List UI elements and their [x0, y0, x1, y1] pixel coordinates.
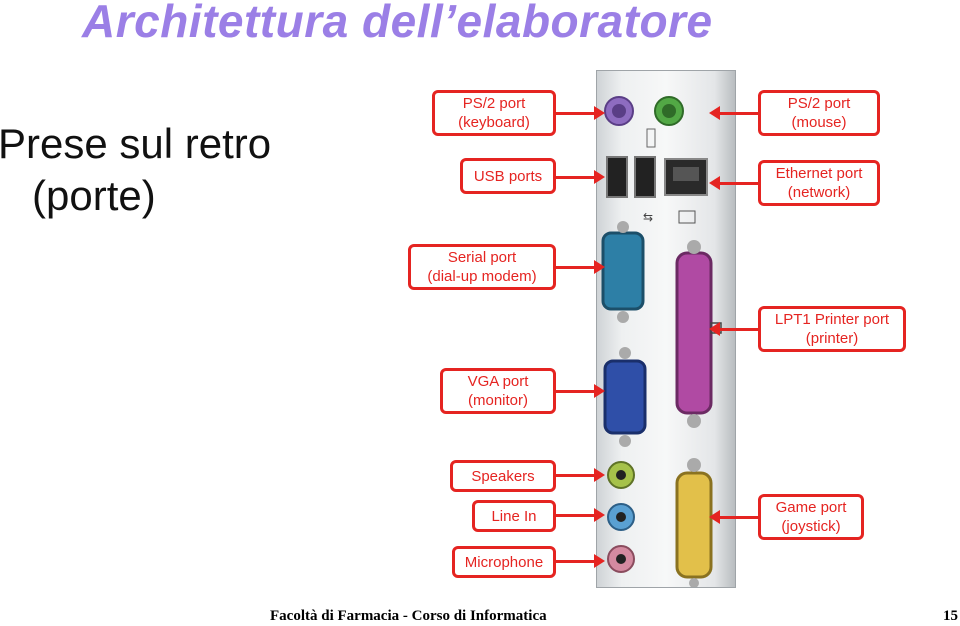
label-lpt1: LPT1 Printer port (printer): [758, 306, 906, 352]
game-port: [675, 471, 713, 579]
label-vga-line1: VGA port: [467, 373, 529, 390]
arrow-ps2-keyboard: [556, 106, 605, 120]
ethernet-socket-detail: [673, 167, 699, 181]
label-game-port: Game port (joystick): [758, 494, 864, 540]
label-game-line2: (joystick): [781, 518, 841, 535]
label-serial-line1: Serial port: [447, 249, 517, 266]
vga-screw-bottom: [619, 435, 631, 447]
label-microphone: Microphone: [452, 546, 556, 578]
label-lpt1-line1: LPT1 Printer port: [774, 311, 890, 328]
game-screw-top: [687, 458, 701, 472]
label-serial-line2: (dial-up modem): [427, 268, 537, 285]
label-ps2-keyboard-line2: (keyboard): [458, 114, 530, 131]
vga-port: [603, 359, 647, 435]
label-game-line1: Game port: [775, 499, 847, 516]
parallel-screw-top: [687, 240, 701, 254]
label-vga-port: VGA port (monitor): [440, 368, 556, 414]
serial-screw-top: [617, 221, 629, 233]
keyboard-glyph-icon: [646, 128, 656, 148]
back-panel-illustration: ⇆: [601, 96, 722, 588]
label-vga-line2: (monitor): [467, 392, 528, 409]
arrow-ps2-mouse: [709, 106, 758, 120]
label-ps2-mouse-line2: (mouse): [791, 114, 847, 131]
footer-text: Facoltà di Farmacia - Corso di Informati…: [270, 608, 547, 624]
arrow-game-port: [709, 510, 758, 524]
label-lpt1-line2: (printer): [805, 330, 859, 347]
page-number: 15: [943, 608, 958, 624]
usb-port-1: [606, 156, 628, 198]
label-ps2-keyboard: PS/2 port (keyboard): [432, 90, 556, 136]
label-line-in: Line In: [472, 500, 556, 532]
label-usb-ports: USB ports: [460, 158, 556, 194]
network-symbol-icon: [678, 210, 696, 224]
parallel-printer-port: [675, 251, 713, 415]
label-ps2-mouse: PS/2 port (mouse): [758, 90, 880, 136]
arrow-usb: [556, 170, 605, 184]
serial-screw-bottom: [617, 311, 629, 323]
label-ps2-mouse-line1: PS/2 port: [787, 95, 851, 112]
speakers-jack-hole: [616, 470, 626, 480]
label-line-in-line1: Line In: [491, 507, 537, 525]
label-usb-line1: USB ports: [473, 167, 543, 185]
line-in-jack-hole: [616, 512, 626, 522]
subtitle-line-1: Prese sul retro: [0, 120, 272, 167]
arrow-vga: [556, 384, 605, 398]
label-ethernet: Ethernet port (network): [758, 160, 880, 206]
ethernet-port: [664, 158, 708, 196]
parallel-screw-bottom: [687, 414, 701, 428]
label-speakers: Speakers: [450, 460, 556, 492]
microphone-jack-hole: [616, 554, 626, 564]
arrow-ethernet: [709, 176, 758, 190]
serial-port: [601, 231, 645, 311]
subtitle-line-2: (porte): [32, 172, 156, 219]
label-microphone-line1: Microphone: [464, 553, 544, 571]
slide-subtitle: Prese sul retro (porte): [0, 118, 271, 222]
ps2-keyboard-socket: [612, 104, 626, 118]
usb-port-2: [634, 156, 656, 198]
slide-title: Architettura dell’elaboratore: [82, 0, 713, 47]
vga-screw-top: [619, 347, 631, 359]
arrow-microphone: [556, 554, 605, 568]
arrow-speakers: [556, 468, 605, 482]
label-serial-port: Serial port (dial-up modem): [408, 244, 556, 290]
label-ethernet-line2: (network): [787, 184, 851, 201]
label-speakers-line1: Speakers: [471, 467, 535, 485]
arrow-lpt1: [709, 322, 758, 336]
arrow-line-in: [556, 508, 605, 522]
arrow-serial: [556, 260, 605, 274]
ps2-mouse-socket: [662, 104, 676, 118]
usb-symbol-icon: ⇆: [643, 210, 653, 224]
label-ethernet-line1: Ethernet port: [775, 165, 863, 182]
label-ps2-keyboard-line1: PS/2 port: [462, 95, 526, 112]
game-screw-bottom: [689, 578, 699, 588]
